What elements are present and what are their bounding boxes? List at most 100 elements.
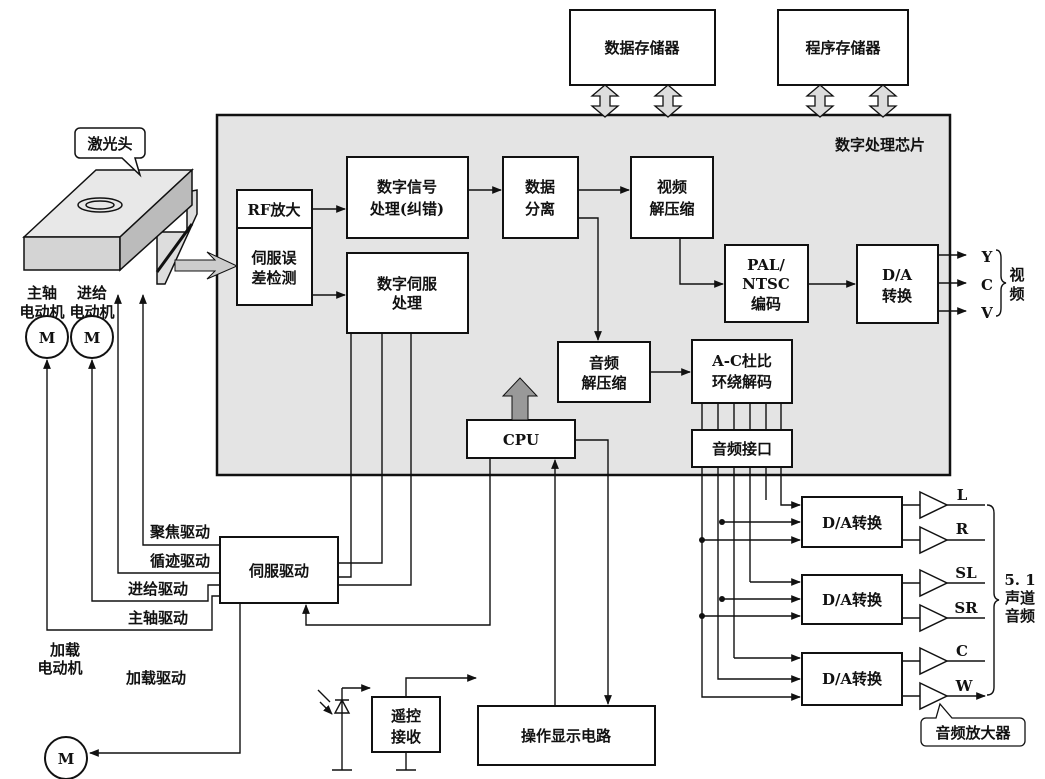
- spindle-drive-label: 主轴驱动: [128, 609, 188, 627]
- svg-text:RF放大: RF放大: [247, 201, 300, 219]
- video-da-block: D/A 转换: [856, 244, 939, 324]
- drive-output-lines: [43, 294, 491, 757]
- svg-text:数字伺服: 数字伺服: [377, 275, 438, 293]
- video-output-c: C: [981, 276, 993, 294]
- spindle-motor-label: 主轴: [27, 284, 57, 302]
- control-lines: [342, 439, 612, 706]
- amplifier-callout-bubble: [920, 702, 1026, 747]
- audio-routing-lines: [701, 467, 782, 679]
- laser-head: [22, 127, 198, 285]
- photodiode: [317, 688, 416, 771]
- video-label: 视: [1009, 266, 1024, 284]
- channel-r: R: [956, 520, 969, 538]
- servo-drive-block: 伺服驱动: [219, 536, 339, 604]
- svg-text:M: M: [84, 329, 101, 347]
- svg-text:编码: 编码: [751, 295, 781, 313]
- audio-da-block-2: D/A转换: [801, 574, 903, 625]
- svg-text:处理: 处理: [391, 294, 422, 312]
- cpu-block: CPU: [466, 419, 576, 459]
- dolby-to-interface-lines: [701, 403, 782, 430]
- svg-text:解压缩: 解压缩: [649, 200, 694, 218]
- audio-label-1: 5. 1: [1004, 571, 1035, 589]
- amp-output-lines: [947, 504, 985, 696]
- svg-text:分离: 分离: [525, 200, 555, 218]
- audio-brace: [986, 504, 1000, 696]
- channel-c: C: [956, 642, 968, 660]
- feed-motor-label: 进给: [77, 284, 107, 302]
- svg-text:A-C杜比: A-C杜比: [711, 352, 772, 370]
- channel-sr: SR: [954, 599, 978, 617]
- svg-text:D/A转换: D/A转换: [822, 670, 883, 688]
- audio-da-block-1: D/A转换: [801, 496, 903, 548]
- svg-text:数字信号: 数字信号: [377, 178, 437, 196]
- svg-text:音频接口: 音频接口: [712, 440, 772, 458]
- amp-input-lines: [902, 504, 920, 697]
- channel-sl: SL: [955, 564, 977, 582]
- svg-text:处理(纠错): 处理(纠错): [369, 200, 444, 218]
- load-drive-label: 加载驱动: [125, 669, 186, 687]
- audio-interface-block: 音频接口: [691, 429, 793, 468]
- svg-text:转换: 转换: [882, 287, 913, 305]
- svg-text:遥控: 遥控: [391, 707, 421, 725]
- rf-amp-block: RF放大: [236, 189, 313, 229]
- video-output-y: Y: [981, 248, 993, 266]
- program-memory-label: 程序存储器: [805, 39, 881, 57]
- svg-text:环绕解码: 环绕解码: [712, 373, 772, 391]
- svg-text:CPU: CPU: [503, 431, 539, 449]
- svg-text:PAL/: PAL/: [747, 256, 785, 274]
- focus-drive-label: 聚焦驱动: [149, 523, 210, 541]
- audio-da-inputs: [701, 490, 801, 701]
- svg-text:M: M: [58, 750, 75, 768]
- svg-text:D/A: D/A: [882, 266, 912, 284]
- junction-dots: [699, 519, 725, 619]
- feed-motor: M: [70, 315, 114, 359]
- signal-flow-lines: [312, 186, 967, 376]
- feed-motor-label-2: 电动机: [69, 303, 114, 321]
- svg-text:解压缩: 解压缩: [581, 374, 626, 392]
- svg-text:音频: 音频: [589, 354, 619, 372]
- audio-da-block-3: D/A转换: [801, 652, 903, 706]
- svg-text:NTSC: NTSC: [742, 275, 790, 293]
- svg-text:差检测: 差检测: [251, 269, 296, 287]
- data-memory-label: 数据存储器: [604, 39, 680, 57]
- display-circuit-block: 操作显示电路: [477, 705, 656, 766]
- audio-label-2: 声道: [1004, 589, 1035, 607]
- channel-l: L: [957, 486, 968, 504]
- chip-title: 数字处理芯片: [835, 136, 925, 154]
- data-memory-block: 数据存储器: [569, 9, 716, 86]
- svg-text:D/A转换: D/A转换: [822, 514, 883, 532]
- spindle-motor: M: [25, 315, 69, 359]
- audio-label-3: 音频: [1005, 607, 1035, 625]
- svg-text:D/A转换: D/A转换: [822, 591, 883, 609]
- svg-text:M: M: [39, 329, 56, 347]
- svg-text:数据: 数据: [525, 178, 555, 196]
- video-brace: [995, 249, 1007, 317]
- cpu-control-arrow: [501, 377, 539, 421]
- video-output-v: V: [980, 304, 993, 322]
- program-memory-block: 程序存储器: [777, 9, 909, 86]
- audio-amplifiers: [919, 490, 949, 711]
- laser-head-callout: 激光头: [87, 135, 132, 153]
- load-motor-label: 加载: [49, 641, 80, 659]
- pal-ntsc-encode-block: PAL/NTSC 编码: [724, 244, 809, 323]
- svg-text:接收: 接收: [391, 728, 421, 746]
- servo-lines: [338, 333, 412, 586]
- amplifier-callout: 音频放大器: [935, 724, 1011, 742]
- load-motor: M: [44, 736, 88, 779]
- svg-text:伺服误: 伺服误: [250, 249, 297, 267]
- svg-text:操作显示电路: 操作显示电路: [521, 727, 612, 745]
- video-label-2: 频: [1009, 285, 1024, 303]
- bus-double-arrows: [590, 84, 898, 118]
- feed-drive-label: 进给驱动: [128, 580, 188, 598]
- tracking-drive-label: 循迹驱动: [150, 552, 210, 570]
- channel-w: W: [955, 677, 974, 695]
- pickup-signal-arrow: [174, 251, 239, 280]
